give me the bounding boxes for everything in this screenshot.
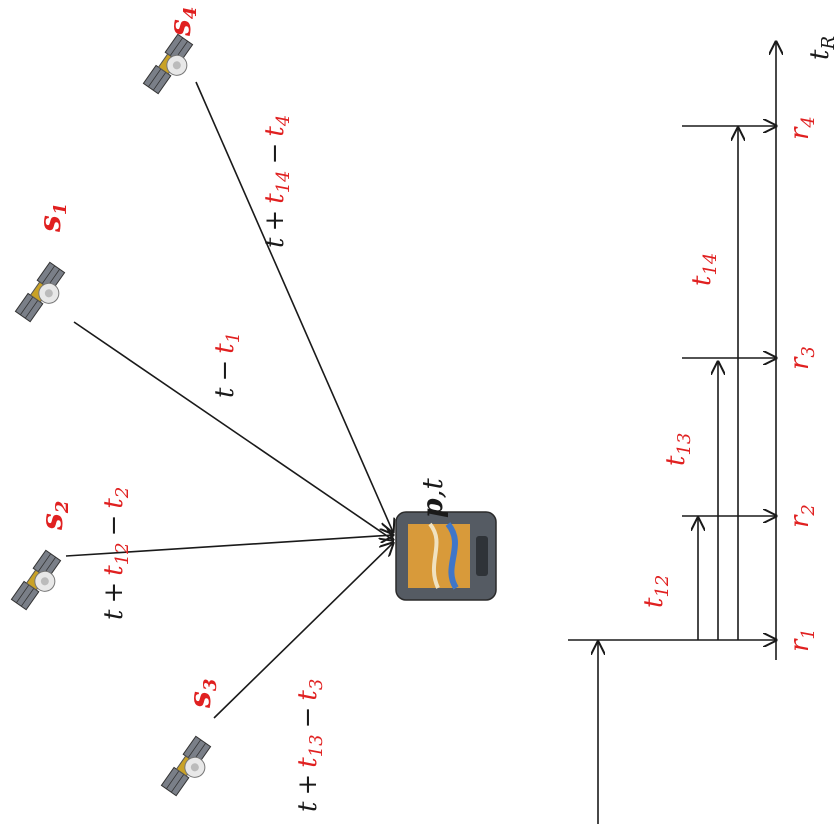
offset-label-t14: t14	[687, 253, 721, 286]
timeline-panel	[568, 42, 776, 824]
signal-label-s3: t+t13−t3	[293, 679, 327, 812]
receiver-device-icon	[395, 511, 497, 601]
satellite-s2-label: s2	[35, 501, 73, 531]
offset-label-t12: t12	[639, 575, 673, 608]
receipt-label-r2: r2	[785, 504, 819, 528]
signal-line-s3	[213, 543, 393, 719]
signal-label-s1: t−t1	[210, 332, 244, 398]
satellite-s2-icon	[10, 549, 69, 616]
time-axis-label: tR	[805, 36, 834, 60]
signal-line-s1	[73, 321, 393, 540]
satellite-s4-label: s4	[163, 7, 201, 37]
signal-line-s4	[195, 81, 393, 532]
receipt-label-r3: r3	[785, 346, 819, 370]
satellite-s1-label: s1	[33, 203, 71, 233]
signal-line-s2	[65, 535, 393, 557]
offset-label-t13: t13	[661, 433, 695, 466]
signal-label-s4: t+t14−t4	[260, 115, 294, 248]
device-label: p,t	[416, 478, 449, 518]
satellite-s3-icon	[160, 735, 219, 802]
satellite-s1-icon	[14, 261, 73, 328]
geometry-panel	[10, 33, 497, 802]
satellite-s3-label: s3	[183, 679, 221, 709]
signal-label-s2: t+t12−t2	[99, 487, 133, 620]
satellite-s4-icon	[142, 33, 201, 100]
receipt-label-r1: r1	[785, 628, 819, 652]
receipt-label-r4: r4	[785, 116, 819, 140]
